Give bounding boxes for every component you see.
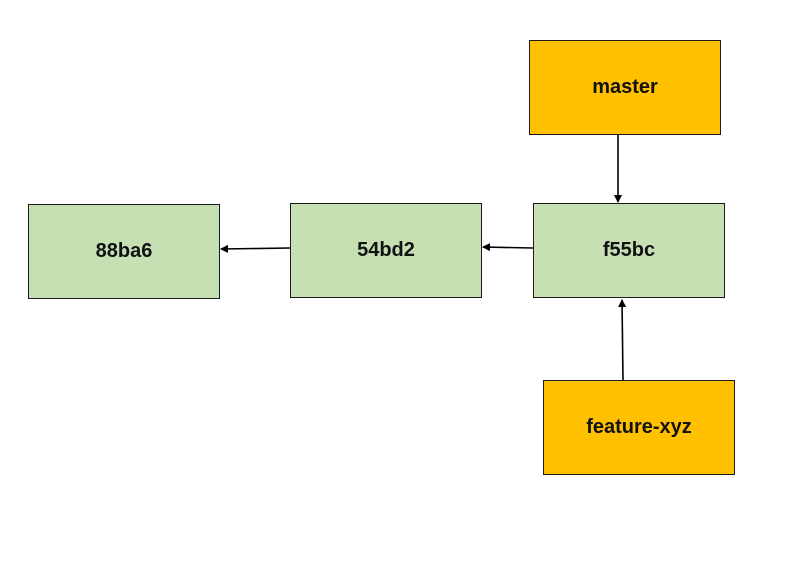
branch-node-feature-xyz: feature-xyz <box>543 380 735 475</box>
commit-node-f55bc: f55bc <box>533 203 725 298</box>
branch-node-master: master <box>529 40 721 135</box>
commit-label: 54bd2 <box>357 239 415 261</box>
commit-node-54bd2: 54bd2 <box>290 203 482 298</box>
arrow-54bd2-to-88ba6 <box>220 244 291 253</box>
arrow-f55bc-to-54bd2 <box>482 243 534 252</box>
branch-label: feature-xyz <box>586 416 692 438</box>
commit-node-88ba6: 88ba6 <box>28 204 220 299</box>
branch-label: master <box>592 76 658 98</box>
arrow-feature-xyz-to-f55bc <box>618 299 627 381</box>
commit-label: f55bc <box>602 239 656 261</box>
commit-label: 88ba6 <box>95 240 153 262</box>
